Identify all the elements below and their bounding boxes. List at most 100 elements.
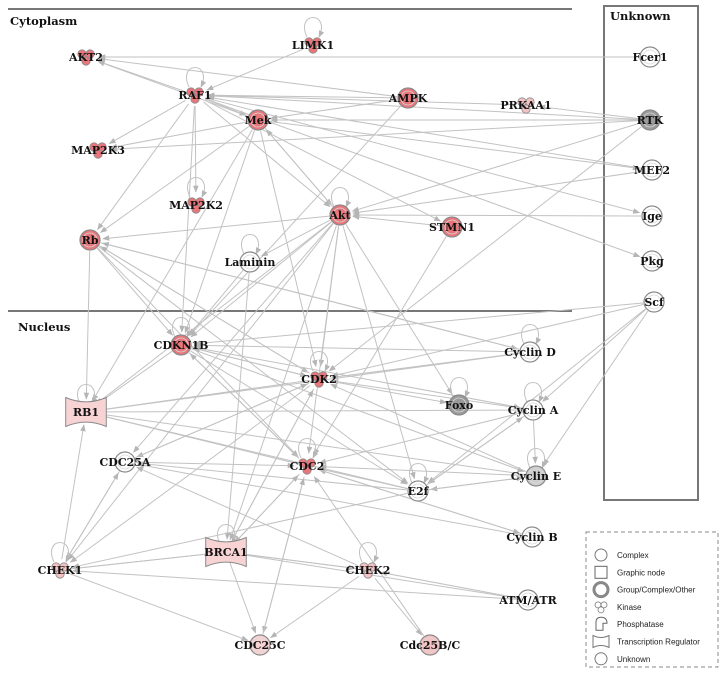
edge-ige-to-akt [352,212,642,218]
node-label-fcer1: Fcer1 [633,51,668,64]
edge-cyclinb-to-cdc25a [137,462,522,536]
legend-item-group-complex-other: Group/Complex/Other [592,581,696,599]
edge-mek-to-akt2 [97,61,248,117]
edge-laminin-to-brca1 [224,272,250,540]
node-fcer1[interactable]: Fcer1 [633,46,668,68]
legend-item-complex: Complex [594,548,649,562]
node-map2k3[interactable]: MAP2K3 [71,142,125,159]
edge-cdkn1b-to-cycline [191,348,525,472]
nucleus-label: Nucleus [18,320,70,334]
node-mef2[interactable]: MEF2 [634,159,670,181]
self-loop-laminin [241,234,262,255]
edge-chek1-to-brca1 [70,551,214,570]
edge-cycline-to-cdk2 [330,383,527,472]
edge-cdc25a-to-cdk2 [134,383,308,459]
node-label-rb: Rb [82,234,99,247]
node-rb[interactable]: Rb [79,229,101,251]
node-rtk[interactable]: RTK [637,109,664,131]
edge-mef2-to-akt [352,171,642,216]
node-akt[interactable]: Akt [328,204,352,226]
edge-akt-to-chek1 [67,223,334,561]
node-prkaa1[interactable]: PRKAA1 [500,97,552,114]
node-atmatr[interactable]: ATM/ATR [498,589,558,611]
node-brca1[interactable]: BRCA1 [204,536,248,568]
edge-cdk2-to-foxo [329,380,447,405]
edge-akt-to-cdc25a [133,222,334,453]
edge-mek-to-cdk2 [260,130,318,368]
node-scf[interactable]: Scf [643,291,665,313]
edge-mek-to-map2k3 [110,121,248,150]
node-label-limk1: LIMK1 [292,39,334,52]
edge-mef2-to-raf1 [207,95,642,169]
node-mek[interactable]: Mek [245,109,272,131]
node-cdkn1b[interactable]: CDKN1B [154,334,209,356]
legend-item-transcription-regulator: Transcription Regulator [592,634,700,649]
edge-akt-to-cdkn1b [190,221,332,338]
node-ige[interactable]: Ige [641,205,663,227]
node-cdc2[interactable]: CDC2 [290,458,325,475]
node-label-akt2: AKT2 [68,51,103,64]
edge-mek-to-rb1 [92,129,253,402]
self-loop-raf1 [186,67,207,88]
edge-cdk2-to-rb1 [98,380,309,413]
node-label-mef2: MEF2 [634,164,670,177]
node-akt2[interactable]: AKT2 [68,49,103,66]
node-cyclind[interactable]: Cyclin D [504,341,556,363]
self-loop-akt [331,187,352,208]
node-laminin[interactable]: Laminin [225,251,276,273]
edge-stmn1-to-cdc2 [313,236,447,456]
node-chek2[interactable]: CHEK2 [346,562,391,579]
node-stmn1[interactable]: STMN1 [429,216,475,238]
node-ampk[interactable]: AMPK [388,87,428,109]
edge-e2f-to-chek1 [72,492,408,569]
edge-cycline-to-cdc2 [319,464,526,477]
edge-akt-to-e2f [342,225,416,480]
edge-raf1-to-stmn1 [204,99,442,222]
legend-label: Kinase [617,603,642,612]
edge-scf-to-cycline [542,310,649,466]
legend-phosphatase-icon [595,616,608,631]
node-label-cdc2: CDC2 [290,460,325,473]
edge-scf-to-cyclina [542,308,647,402]
node-limk1[interactable]: LIMK1 [292,37,334,54]
node-cyclina[interactable]: Cyclin A [508,399,559,421]
node-foxo[interactable]: Foxo [445,394,473,416]
edge-atmatr-to-chek1 [72,568,518,600]
legend-kinase-icon [594,601,608,614]
node-label-map2k3: MAP2K3 [71,144,125,157]
node-cdc25bc[interactable]: Cdc25B/C [400,634,461,656]
node-label-cyclina: Cyclin A [508,404,559,417]
node-label-ampk: AMPK [388,92,428,105]
edge-rb-to-rb1 [83,250,91,400]
edge-raf1-to-mek [205,98,247,116]
edge-cdc25c-to-cdc2 [262,477,305,635]
self-loop-cdk2 [310,351,331,372]
node-pkg[interactable]: Pkg [640,250,664,272]
node-cycline[interactable]: Cyclin E [511,465,561,487]
node-cdc25a[interactable]: CDC25A [100,451,151,473]
self-loop-e2f [409,463,430,484]
node-raf1[interactable]: RAF1 [178,87,212,104]
node-e2f[interactable]: E2f [407,480,430,502]
edge-cyclind-to-rb [101,242,520,350]
node-label-cdc25c: CDC25C [234,639,285,652]
self-loop-chek1 [51,542,72,563]
node-map2k2[interactable]: MAP2K2 [169,197,223,214]
node-cyclinb[interactable]: Cyclin B [506,526,558,548]
edge-rtk-to-raf1 [207,93,640,120]
node-label-akt: Akt [328,209,351,222]
edge-chek1-to-rb1 [61,424,86,560]
node-label-e2f: E2f [408,485,430,498]
node-chek1[interactable]: CHEK1 [38,562,83,579]
node-rb1[interactable]: RB1 [65,396,107,428]
edge-cdc25bc-to-cdc2 [313,476,425,637]
legend-label: Phosphatase [617,620,664,629]
node-cdc25c[interactable]: CDC25C [234,634,286,656]
edge-cyclina-to-cdk2 [331,378,523,409]
node-cdk2[interactable]: CDK2 [301,371,337,388]
node-label-ige: Ige [642,210,662,223]
edge-scf-to-e2f [427,308,646,484]
legend-complex-icon [594,652,608,666]
legend-item-unknown: Unknown [594,652,650,666]
